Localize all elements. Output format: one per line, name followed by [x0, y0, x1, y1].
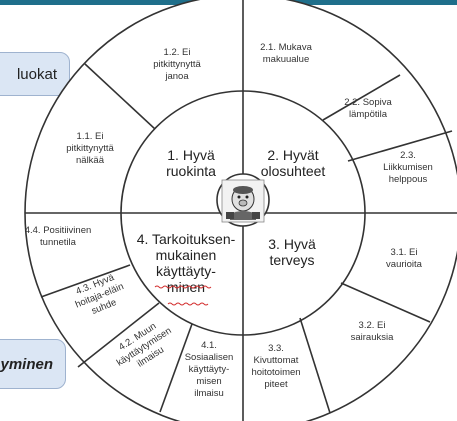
- label-line: 4.1.: [201, 340, 217, 351]
- label-line: Sosiaalisen: [185, 352, 234, 363]
- label-line: tunnetila: [40, 237, 77, 248]
- label-line: 1.2. Ei: [164, 47, 191, 58]
- label-line: ruokinta: [166, 163, 216, 179]
- spoke-outer-22-23: [347, 130, 453, 162]
- label-line: käyttäyty-: [156, 263, 216, 279]
- label-line: 4. Tarkoituksen-: [137, 231, 236, 247]
- label-line: 1. Hyvä: [167, 147, 215, 163]
- label-line: olosuhteet: [261, 163, 326, 179]
- spellcheck-underline-kayttayty: [154, 285, 212, 289]
- pig-mascot-icon: [221, 179, 265, 223]
- spoke-outer-21-22: [322, 74, 401, 121]
- label-line: 2.3.: [400, 150, 416, 161]
- label-line: käyttäyty-: [189, 364, 230, 375]
- spoke-outer-42-43: [77, 302, 160, 368]
- label-line: 2.1. Mukava: [260, 42, 312, 53]
- label-line: 2.2. Sopiva: [344, 97, 392, 108]
- label-line: pitkittynyttä: [153, 59, 201, 70]
- label-line: Liikkumisen: [383, 162, 433, 173]
- label-line: piteet: [264, 379, 288, 390]
- side-label-top: luokat: [16, 65, 57, 83]
- label-line: 4.4. Positiivinen: [25, 225, 92, 236]
- spoke-outer-43-44: [40, 264, 131, 298]
- spoke-outer-11-12: [84, 63, 156, 130]
- spoke-outer-41-42: [159, 323, 193, 413]
- label-line: helppous: [389, 174, 428, 185]
- label-line: 3.1. Ei: [391, 247, 418, 258]
- label-line: nälkää: [76, 155, 105, 166]
- spellcheck-underline-minen: [167, 302, 209, 306]
- label-line: pitkittynyttä: [66, 143, 114, 154]
- label-line: sairauksia: [351, 332, 394, 343]
- label-line: 2. Hyvät: [267, 147, 318, 163]
- label-line: janoa: [164, 71, 189, 82]
- label-line: mukainen: [156, 247, 217, 263]
- side-label-box-bottom: yminen: [0, 339, 66, 389]
- label-line: 1.1. Ei: [77, 131, 104, 142]
- spoke-outer-32-33: [299, 317, 331, 414]
- side-label-bottom: yminen: [0, 355, 53, 373]
- label-line: Kivuttomat: [254, 355, 299, 366]
- label-line: 3.3.: [268, 343, 284, 354]
- label-line: 3. Hyvä: [268, 236, 316, 252]
- label-line: 3.2. Ei: [359, 320, 386, 331]
- spoke-outer-31-32: [340, 282, 431, 323]
- label-line: ilmaisu: [194, 388, 224, 399]
- label-line: minen: [167, 279, 205, 295]
- label-line: lämpötila: [349, 109, 388, 120]
- side-label-box-top: luokat: [0, 52, 70, 96]
- label-line: makuualue: [263, 54, 309, 65]
- label-line: hoitotoimen: [251, 367, 300, 378]
- label-line: misen: [196, 376, 221, 387]
- label-line: vaurioita: [386, 259, 423, 270]
- label-line: terveys: [269, 252, 314, 268]
